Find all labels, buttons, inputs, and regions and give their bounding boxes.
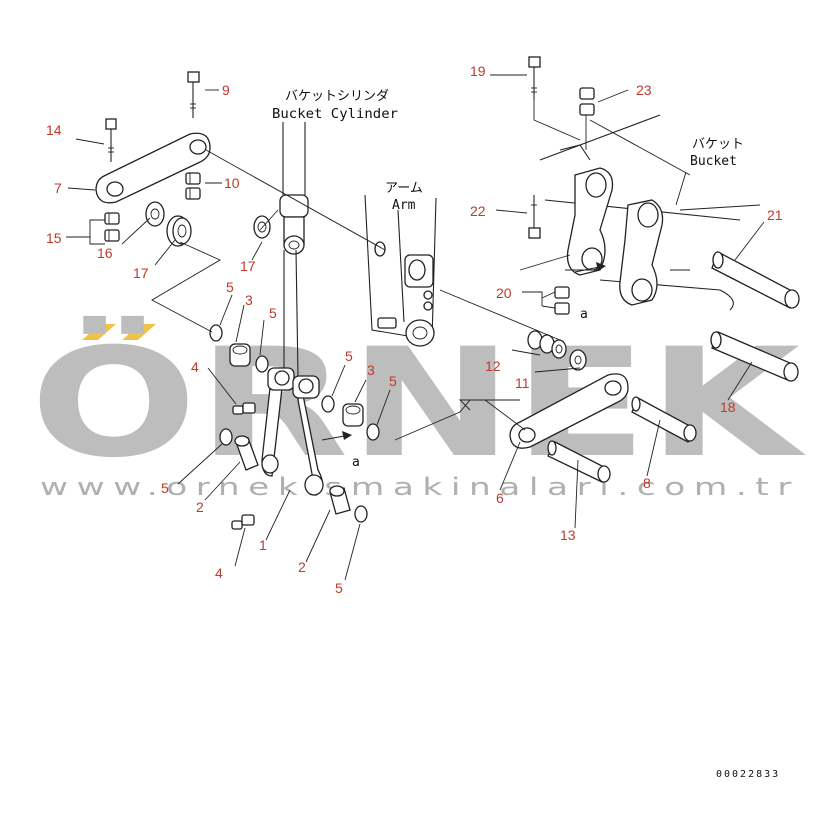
part-label-11: 11 (515, 375, 530, 391)
part-label-4: 4 (215, 565, 223, 581)
caption-bucket-jp: バケット (692, 137, 744, 152)
watermark-accent-right (122, 324, 156, 340)
part-label-5: 5 (335, 580, 343, 596)
part-label-22: 22 (470, 203, 486, 219)
part-label-2: 2 (298, 559, 306, 575)
bushing-2-right (329, 485, 351, 515)
ref-label-a-upper: a (580, 307, 588, 322)
washer-11 (569, 349, 587, 371)
part-label-3: 3 (245, 292, 253, 308)
nuts-20 (554, 286, 570, 315)
part-labels: 1 2 2 3 3 4 4 5 5 5 5 5 5 6 7 8 9 10 11 … (46, 63, 783, 596)
bolt-22 (528, 195, 541, 239)
grease-fitting-4-upper (232, 402, 256, 415)
arm (364, 194, 437, 347)
link-7 (95, 132, 211, 204)
nuts-23 (579, 87, 595, 116)
caption-bucket-cylinder-en: Bucket Cylinder (272, 107, 398, 122)
part-label-17: 17 (240, 258, 256, 274)
nuts-10 (185, 172, 201, 200)
nuts-15 (104, 212, 120, 242)
ref-arrow-a-lower (321, 431, 352, 441)
part-label-17: 17 (133, 265, 149, 281)
part-label-3: 3 (367, 362, 375, 378)
part-label-7: 7 (54, 180, 62, 196)
bolt-19 (528, 56, 541, 100)
ref-label-a-lower: a (352, 455, 360, 470)
part-label-5: 5 (345, 348, 353, 364)
part-label-5: 5 (269, 305, 277, 321)
connection-lines (66, 74, 765, 581)
seals-5 (209, 324, 380, 523)
shim-17-left (166, 215, 192, 247)
part-label-2: 2 (196, 499, 204, 515)
part-label-23: 23 (636, 82, 652, 98)
part-label-13: 13 (560, 527, 576, 543)
part-label-5: 5 (389, 373, 397, 389)
part-label-5: 5 (161, 480, 169, 496)
caption-bucket-en: Bucket (690, 154, 737, 169)
bushing-3-left (229, 343, 251, 367)
part-label-12: 12 (485, 358, 501, 374)
part-label-14: 14 (46, 122, 62, 138)
bucket-cylinder (279, 122, 309, 255)
shim-17-right (253, 215, 271, 239)
caption-arm-en: Arm (392, 198, 416, 213)
shims-12 (527, 330, 567, 359)
link-1 (261, 249, 324, 497)
pin-8 (631, 396, 697, 443)
part-label-20: 20 (496, 285, 512, 301)
bolt-14 (105, 118, 117, 162)
part-label-1: 1 (259, 537, 267, 553)
caption-arm-jp: アーム (385, 181, 423, 196)
captions: バケットシリンダ Bucket Cylinder アーム Arm バケット Bu… (272, 89, 780, 780)
bushing-3-right (342, 403, 364, 427)
washer-16 (145, 201, 165, 227)
watermark-accent-left (82, 324, 116, 340)
part-label-10: 10 (224, 175, 240, 191)
bushing-2-left (234, 435, 259, 471)
drawing-code: 00022833 (716, 769, 780, 780)
caption-bucket-cylinder-jp: バケットシリンダ (285, 89, 389, 104)
part-label-18: 18 (720, 399, 736, 415)
part-label-19: 19 (470, 63, 486, 79)
part-label-5: 5 (226, 279, 234, 295)
watermark-url: www.ornekismakinalari.com.tr (40, 473, 800, 501)
part-label-6: 6 (496, 490, 504, 506)
pin-21 (711, 251, 800, 309)
pin-18 (710, 331, 799, 382)
part-label-9: 9 (222, 82, 230, 98)
bucket (539, 114, 761, 311)
bolt-9 (187, 71, 200, 118)
part-label-8: 8 (643, 475, 651, 491)
part-label-16: 16 (97, 245, 113, 261)
part-label-4: 4 (191, 359, 199, 375)
ref-arrow-a-upper (574, 262, 606, 273)
grease-fitting-4-lower (231, 514, 255, 530)
line-drawing (66, 56, 800, 581)
link-6 (509, 373, 629, 449)
part-label-15: 15 (46, 230, 62, 246)
part-label-21: 21 (767, 207, 783, 223)
